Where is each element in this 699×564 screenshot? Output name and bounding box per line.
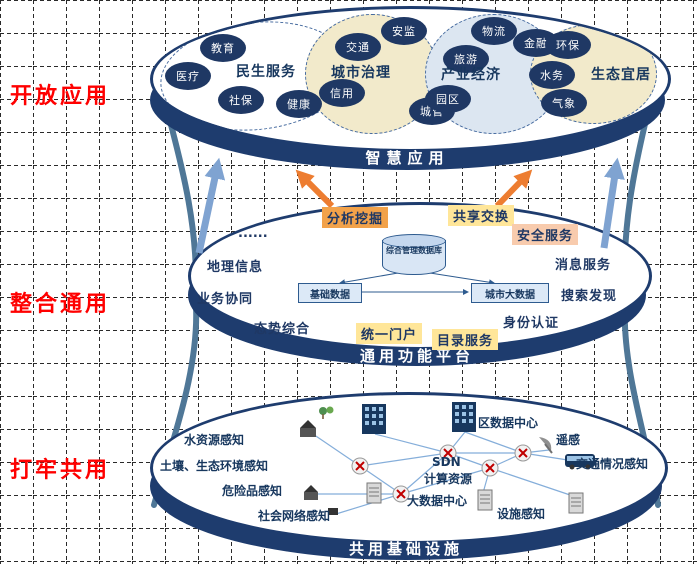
router-icon [514, 444, 532, 462]
house-icon [304, 485, 318, 500]
device-icon [328, 508, 338, 515]
service-message: 消息服务 [555, 258, 612, 273]
building-icon [362, 404, 386, 434]
label-district-datacenter: 区数据中心 [478, 416, 539, 430]
router-icon [351, 457, 369, 475]
app-bubble: 医疗 [165, 62, 211, 90]
group-label-yiju: 生态宜居 [591, 67, 651, 83]
bottom-platter-surface [150, 392, 668, 544]
service-directory: 目录服务 [432, 329, 499, 350]
router-icon [481, 459, 499, 477]
group-label-jingji: 产业经济 [441, 67, 501, 83]
service-analysis-mining: 分析挖掘 [322, 207, 389, 228]
group-label-zhili: 城市治理 [331, 65, 391, 81]
label-sdn: SDN [432, 455, 461, 469]
app-bubble: 环保 [545, 31, 591, 59]
basic-data-box: 基础数据 [298, 283, 362, 303]
server-icon [366, 482, 382, 504]
app-bubble: 气象 [541, 89, 587, 117]
house-icon [300, 420, 316, 437]
app-bubble: 安监 [381, 17, 427, 45]
label-soil-eco-sensing: 土壤、生态环境感知 [160, 459, 269, 473]
group-label-minsheng: 民生服务 [236, 64, 296, 80]
label-water-sensing: 水资源感知 [184, 433, 245, 447]
side-label-open-apps: 开放应用 [10, 84, 111, 109]
app-bubble: 旅游 [443, 45, 489, 73]
router-icon [392, 485, 410, 503]
cylinder-label: 综合管理数据库 [386, 246, 442, 255]
city-bigdata-box: 城市大数据 [471, 283, 549, 303]
service-search-discovery: 搜索发现 [561, 289, 618, 304]
service-security: 安全服务 [512, 224, 579, 245]
top-band-label: 智慧应用 [365, 149, 450, 167]
label-social-network-sensing: 社会网络感知 [258, 509, 331, 523]
label-traffic-sensing: 交通情况感知 [576, 457, 649, 471]
app-bubble: 水务 [529, 61, 575, 89]
database-cylinder: 综合管理数据库 [382, 234, 446, 276]
side-label-shared-foundation: 打牢共用 [10, 458, 111, 483]
app-bubble: 交通 [335, 33, 381, 61]
tree-icon [319, 406, 334, 419]
service-unified-portal: 统一门户 [356, 323, 423, 344]
bottom-band-label: 共用基础设施 [348, 540, 463, 558]
label-facility-sensing: 设施感知 [497, 507, 546, 521]
app-bubble: 园区 [425, 85, 471, 113]
label-computing-resource: 计算资源 [424, 472, 473, 486]
side-label-integration: 整合通用 [10, 292, 111, 317]
app-bubble: 教育 [200, 34, 246, 62]
app-bubble: 物流 [471, 17, 517, 45]
service-identity-auth: 身份认证 [503, 316, 560, 331]
top-platter-surface: 教育 医疗 社保 健康 民生服务 安监 交通 信用 城管 城市治理 物流 金融 … [150, 6, 671, 152]
router-icon [439, 444, 457, 462]
network-links [306, 429, 577, 515]
service-situation: 态势综合 [254, 322, 311, 337]
service-gis: 地理信息 [207, 260, 264, 275]
server-icon [568, 492, 584, 514]
label-hazard-sensing: 危险品感知 [222, 484, 283, 498]
app-bubble: 社保 [218, 86, 264, 114]
label-remote-sensing: 遥感 [556, 433, 581, 447]
bus-icon [565, 454, 595, 470]
label-bigdata-center: 大数据中心 [407, 494, 468, 508]
app-bubble: 健康 [276, 90, 322, 118]
infrastructure-network [300, 402, 595, 515]
satellite-dish-icon [539, 437, 553, 454]
middle-band-label: 通用功能平台 [359, 347, 474, 365]
services-ellipsis: ...... [238, 226, 268, 241]
service-share-exchange: 共享交换 [448, 205, 515, 226]
server-icon [477, 489, 493, 511]
service-business-collab: 业务协同 [197, 292, 254, 307]
cylinder-cap [382, 234, 446, 248]
app-bubble: 信用 [319, 79, 365, 107]
building-icon [452, 402, 476, 432]
